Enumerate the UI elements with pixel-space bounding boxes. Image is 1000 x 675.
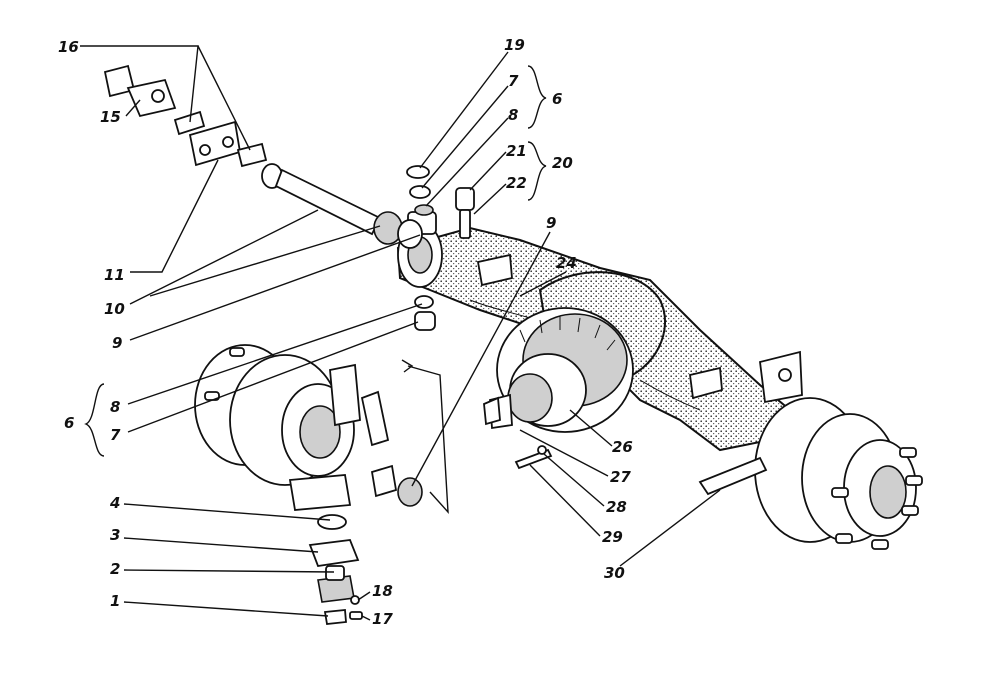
label-1: 1 (110, 592, 120, 610)
leader-lines (80, 45, 721, 621)
label-30: 30 (604, 564, 625, 582)
label-16: 16 (58, 38, 79, 56)
label-7: 7 (508, 72, 519, 90)
assembly-arrow (401, 359, 449, 514)
label-10: 10 (104, 300, 125, 318)
label-7-lower: 7 (110, 426, 121, 444)
label-8-lower: 8 (110, 398, 120, 416)
label-17: 17 (372, 610, 393, 628)
label-4: 4 (109, 494, 120, 512)
label-22: 22 (506, 174, 527, 192)
label-27: 27 (610, 468, 631, 486)
label-21: 21 (506, 142, 527, 160)
label-29: 29 (602, 528, 623, 546)
bolt-parts (514, 445, 553, 470)
label-9: 9 (112, 334, 122, 352)
label-3: 3 (110, 526, 120, 544)
left-hub-assembly (194, 344, 390, 511)
kingpin-upper-parts (406, 165, 475, 239)
label-28: 28 (606, 498, 627, 516)
left-bearing-parts (370, 295, 436, 507)
right-wheel-hub (698, 350, 923, 550)
drive-shaft-assembly (103, 64, 423, 249)
label-18: 18 (372, 582, 393, 600)
label-20: 20 (552, 154, 573, 172)
label-6: 6 (552, 90, 562, 108)
differential-assembly (483, 307, 634, 433)
part-labels: 16 15 11 10 9 19 7 6 8 21 20 22 9 24 6 8… (58, 36, 633, 628)
label-8: 8 (508, 106, 518, 124)
label-11: 11 (104, 266, 125, 284)
label-2: 2 (110, 560, 120, 578)
lower-kingpin-parts (308, 514, 363, 625)
label-26: 26 (612, 438, 633, 456)
label-24: 24 (556, 254, 577, 272)
label-6-lower: 6 (64, 414, 74, 432)
label-9-right: 9 (546, 214, 556, 232)
label-19: 19 (504, 36, 525, 54)
group-braces (84, 65, 547, 457)
label-15: 15 (100, 108, 121, 126)
